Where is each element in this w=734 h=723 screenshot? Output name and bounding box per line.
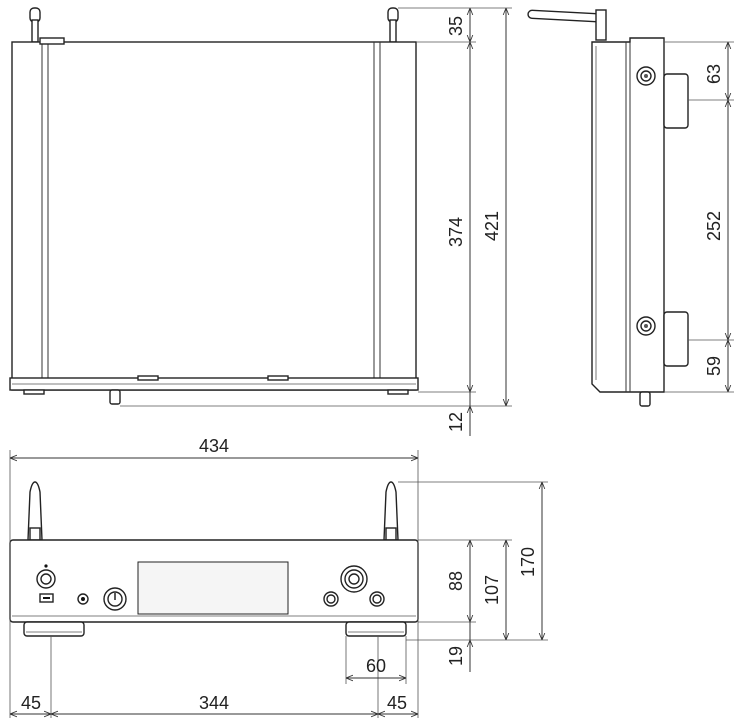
dim-left-margin: 45 bbox=[21, 693, 41, 713]
side-chassis bbox=[591, 37, 665, 393]
top-antenna-right bbox=[387, 7, 399, 43]
front-foot-right bbox=[345, 621, 407, 637]
dim-side-lower: 59 bbox=[704, 356, 724, 376]
front-view: 434 88 107 170 19 60 45 344 45 bbox=[9, 436, 548, 718]
dim-front-height-with-feet: 107 bbox=[482, 575, 502, 605]
front-antenna-left bbox=[27, 481, 43, 541]
top-volume-knob bbox=[109, 389, 121, 405]
top-antenna-left bbox=[29, 7, 41, 43]
side-view: 63 252 59 bbox=[527, 9, 734, 407]
top-chassis bbox=[11, 41, 417, 391]
side-foot-upper bbox=[663, 73, 689, 129]
top-view: 35 374 421 12 bbox=[9, 7, 512, 436]
side-foot-lower bbox=[663, 311, 689, 367]
dim-side-middle: 252 bbox=[704, 211, 724, 241]
dim-right-margin: 45 bbox=[387, 693, 407, 713]
side-antenna bbox=[527, 9, 607, 41]
front-foot-left bbox=[23, 621, 85, 637]
dim-foot-height: 19 bbox=[446, 646, 466, 666]
dim-top-antenna: 35 bbox=[446, 16, 466, 36]
dim-top-total: 421 bbox=[482, 211, 502, 241]
side-terminal-upper bbox=[636, 66, 656, 86]
dim-top-depth: 374 bbox=[446, 217, 466, 247]
front-antenna-right bbox=[383, 481, 399, 541]
dim-foot-spacing: 344 bbox=[199, 693, 229, 713]
power-indicator-icon bbox=[44, 564, 48, 568]
dim-front-height-with-antenna: 170 bbox=[518, 547, 538, 577]
dim-side-upper: 63 bbox=[704, 64, 724, 84]
dim-top-front-protrusion: 12 bbox=[446, 412, 466, 432]
dim-foot-width: 60 bbox=[366, 656, 386, 676]
dim-front-body-height: 88 bbox=[446, 571, 466, 591]
front-display bbox=[137, 561, 289, 615]
dim-front-width: 434 bbox=[199, 436, 229, 456]
side-terminal-lower bbox=[636, 316, 656, 336]
